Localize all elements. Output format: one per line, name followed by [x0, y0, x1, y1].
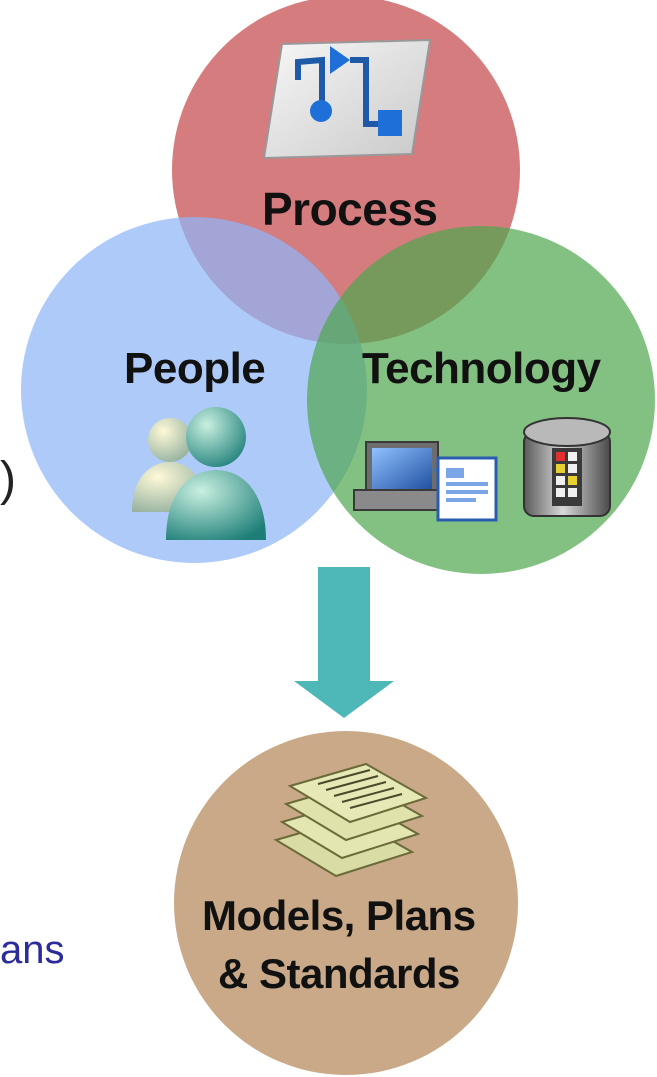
result-label-line1: Models, Plans — [202, 892, 476, 939]
result-circle — [174, 731, 518, 1075]
process-label: Process — [262, 183, 438, 235]
technology-circle — [307, 226, 655, 574]
flowchart-icon — [262, 38, 432, 160]
people-label: People — [124, 344, 266, 393]
left-paren-fragment: ) — [0, 453, 16, 506]
technology-label: Technology — [362, 344, 601, 393]
computer-database-icon — [353, 417, 611, 522]
left-text-fragment: ans — [0, 928, 65, 972]
documents-stack-icon — [273, 762, 429, 878]
result-label-line2: & Standards — [218, 950, 460, 997]
down-arrow — [294, 567, 394, 718]
people-circle — [21, 217, 367, 563]
users-icon — [132, 407, 266, 540]
